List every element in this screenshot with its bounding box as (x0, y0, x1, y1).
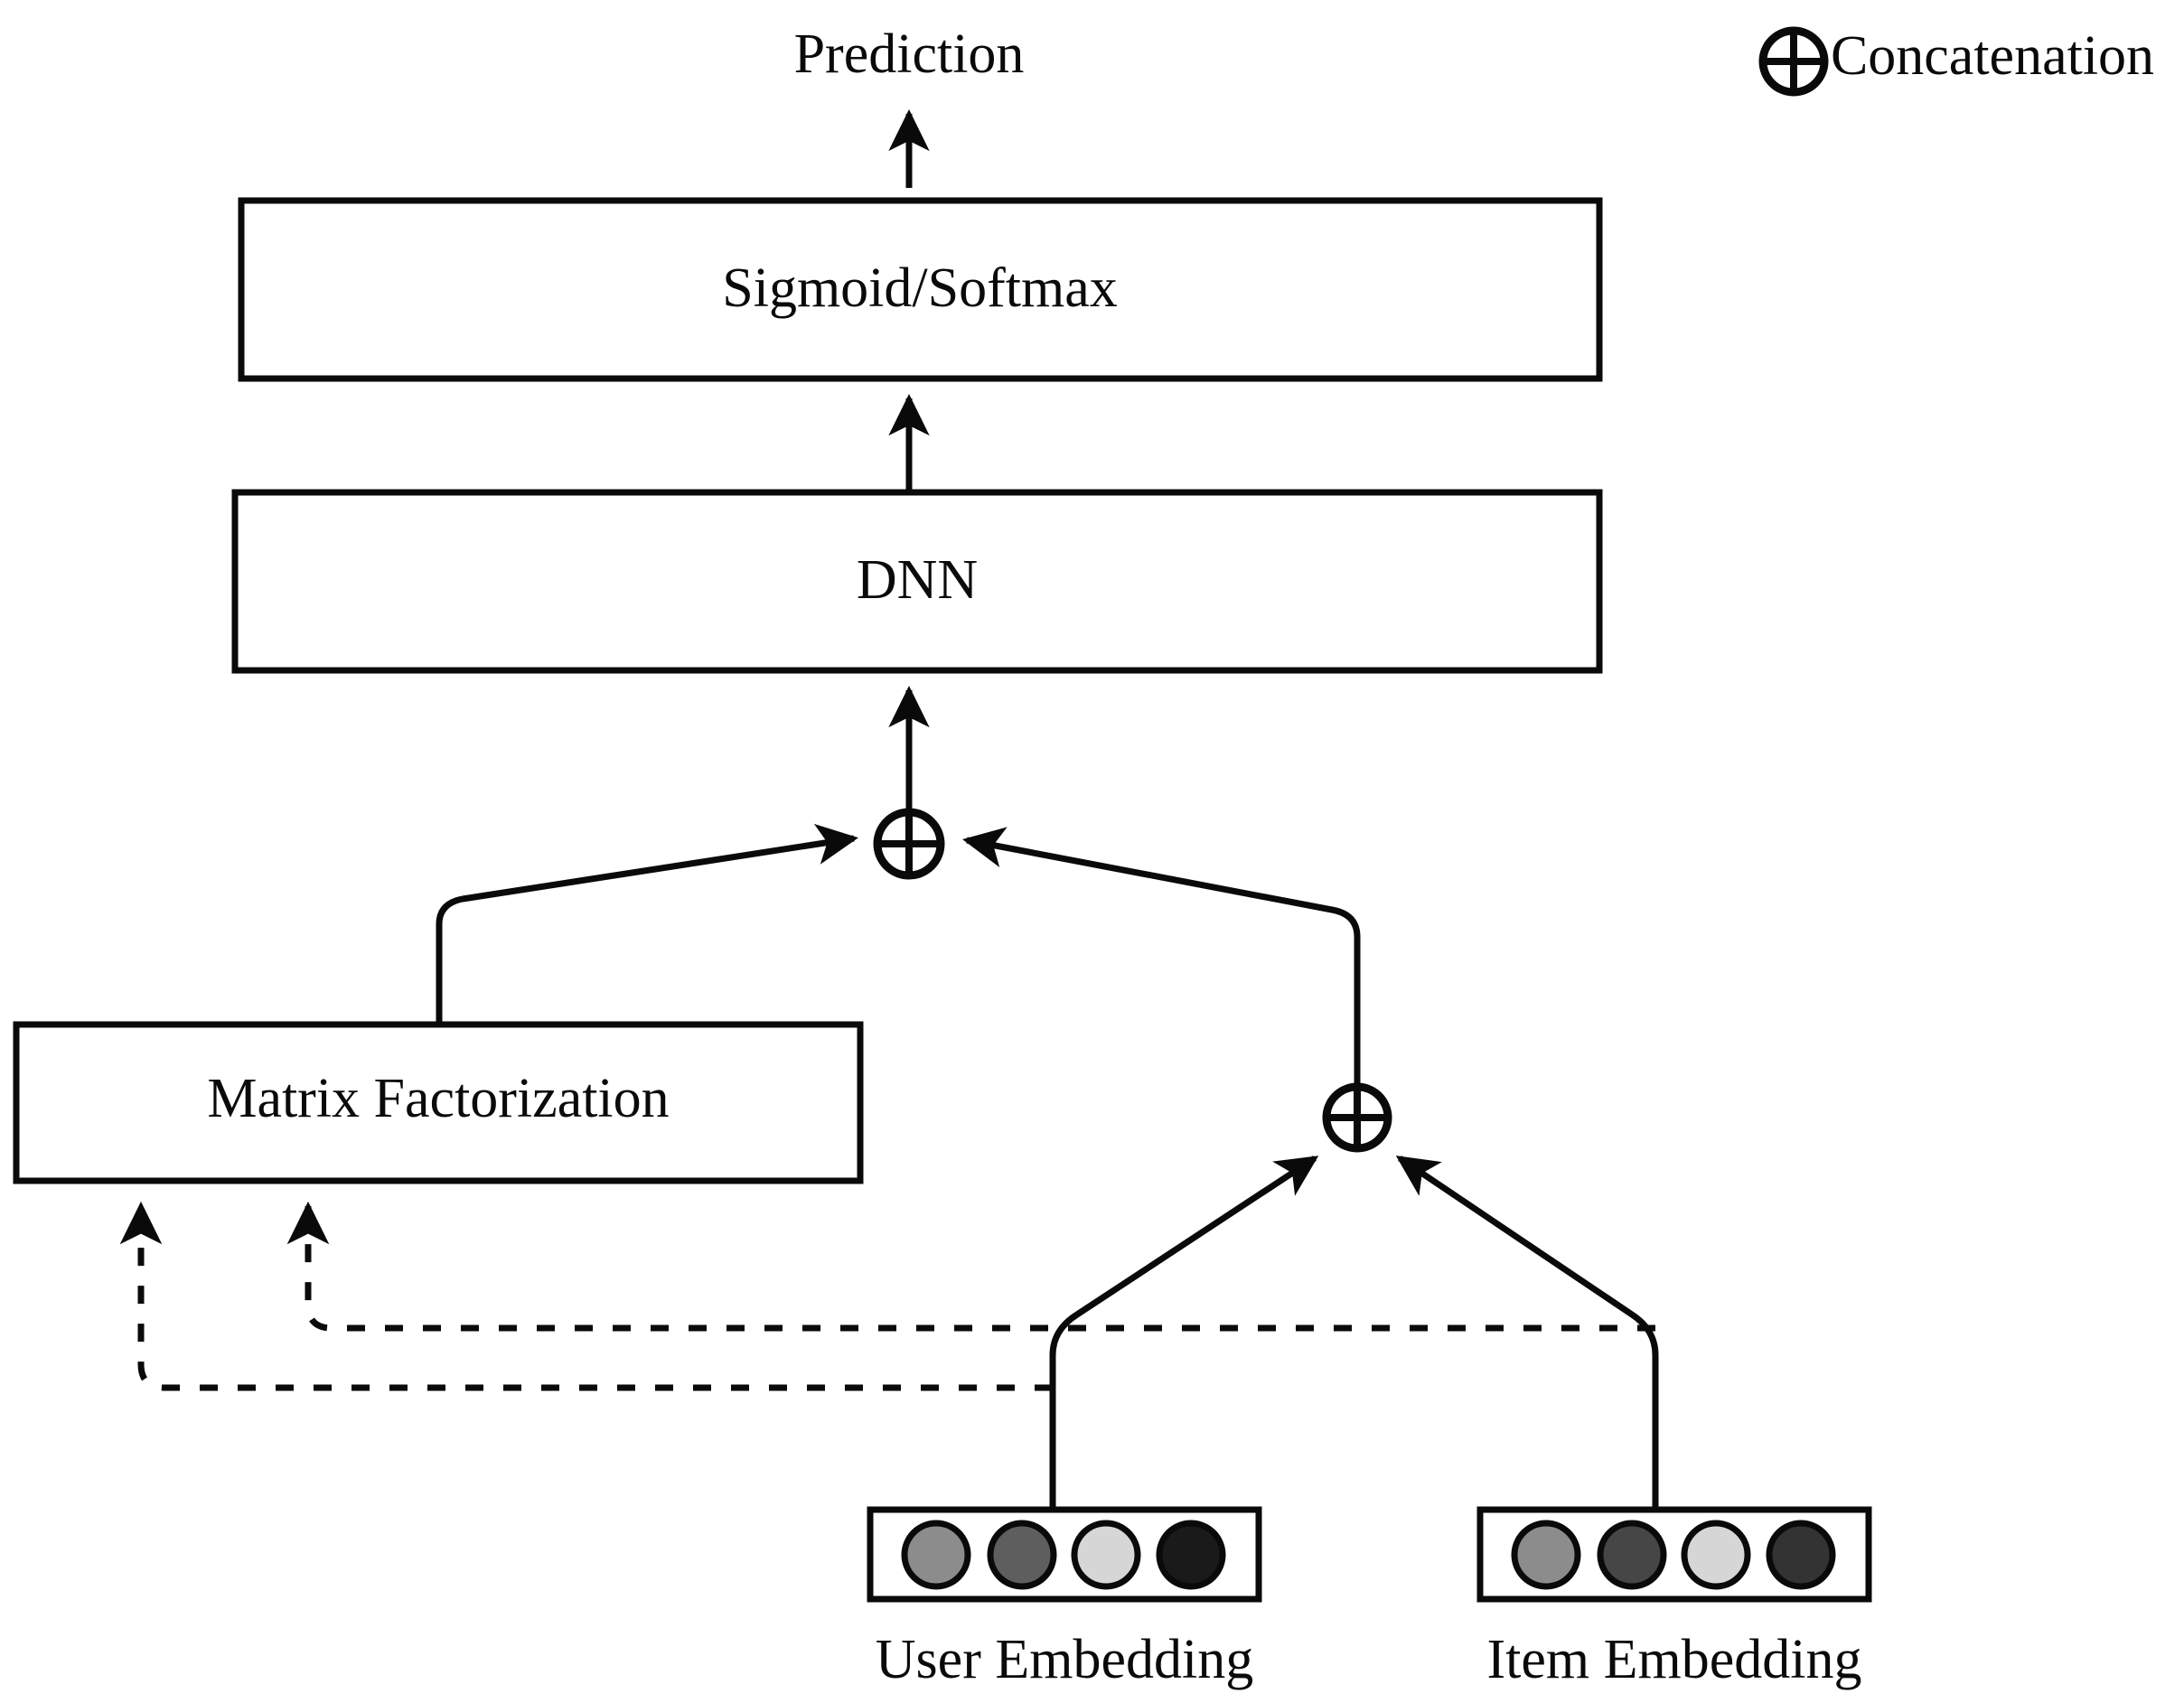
item-embedding-label: Item Embedding (1487, 1629, 1862, 1690)
edge-user-embedding-to-mf (119, 1201, 1053, 1391)
user-embedding-dot-2 (987, 1520, 1057, 1590)
legend-label: Concatenation (1831, 25, 2154, 87)
block-matrix-factorization-label: Matrix Factorization (207, 1068, 669, 1129)
block-matrix-factorization[interactable]: Matrix Factorization (13, 1021, 864, 1184)
block-dnn[interactable]: DNN (231, 489, 1603, 674)
edge-item-embedding-to-mf (286, 1201, 1655, 1332)
user-embedding-dot-4 (1156, 1520, 1226, 1590)
prediction-label: Prediction (794, 23, 1025, 85)
item-embedding-dot-3 (1681, 1520, 1751, 1590)
legend-concatenation: Concatenation (1758, 25, 2154, 97)
user-embedding-label: User Embedding (876, 1629, 1253, 1690)
edge-item-embedding-to-concat-bottom (1395, 1156, 1659, 1509)
item-embedding-group[interactable]: Item Embedding (1476, 1506, 1872, 1690)
circled-plus-icon (1758, 26, 1829, 97)
block-dnn-label: DNN (857, 549, 978, 611)
item-embedding-dot-4 (1766, 1520, 1836, 1590)
edge-user-embedding-to-concat-bottom (1049, 1156, 1319, 1509)
concat-top-icon[interactable] (873, 808, 945, 880)
item-embedding-dot-1 (1511, 1520, 1581, 1590)
item-embedding-dot-2 (1597, 1520, 1667, 1590)
edge-concat-bottom-to-concat-top (962, 827, 1361, 1084)
user-embedding-group[interactable]: User Embedding (867, 1506, 1262, 1690)
block-sigmoid-softmax[interactable]: Sigmoid/Softmax (238, 197, 1603, 382)
concat-bottom-icon[interactable] (1322, 1082, 1392, 1153)
edge-mf-to-concat-top (436, 823, 858, 1022)
block-sigmoid-softmax-label: Sigmoid/Softmax (722, 257, 1117, 319)
user-embedding-dot-1 (901, 1520, 971, 1590)
user-embedding-dot-3 (1071, 1520, 1141, 1590)
